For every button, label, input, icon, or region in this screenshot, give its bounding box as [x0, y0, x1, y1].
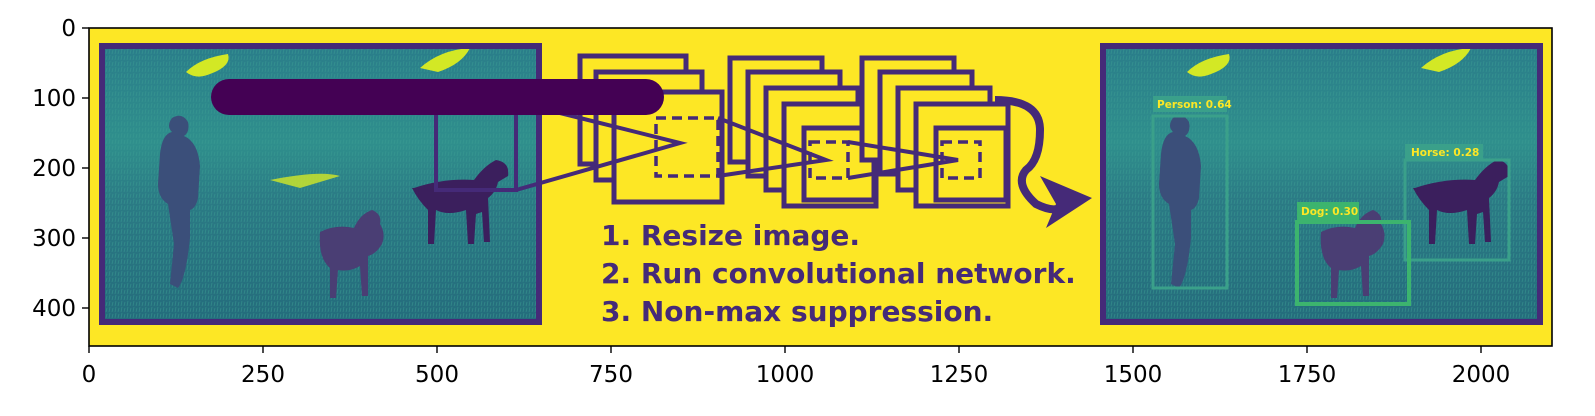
x-tick-label: 1250: [930, 362, 989, 388]
projection-lines: [434, 110, 959, 192]
dashed-window: [654, 116, 720, 178]
projection-line: [847, 140, 959, 180]
arrow-head: [1040, 176, 1092, 228]
detection-horse: Horse: 0.28: [1403, 144, 1511, 262]
y-tick-labels: 0 100 200 300 400: [32, 16, 76, 322]
detection-label: Horse: 0.28: [1411, 147, 1479, 159]
x-tick-label: 250: [241, 362, 285, 388]
redaction-bar: [211, 79, 664, 115]
x-tick-labels: 0 250 500 750 1000 1250 1500 1750 2000: [82, 362, 1511, 388]
y-tick-label: 200: [32, 156, 76, 182]
detection-label: Person: 0.64: [1157, 99, 1232, 111]
axes-frame: [88, 27, 1553, 347]
x-tick-label: 750: [589, 362, 633, 388]
dashed-window: [808, 140, 850, 180]
x-tick-label: 0: [82, 362, 97, 388]
dog-silhouette: [319, 210, 384, 298]
detection-person: Person: 0.64: [1151, 96, 1232, 290]
detection-label: Dog: 0.30: [1301, 206, 1358, 218]
y-axis: [82, 27, 89, 309]
projection-line: [434, 112, 518, 192]
curved-arrow: [994, 96, 1062, 214]
receptive-fields: [654, 116, 982, 180]
x-tick-label: 1000: [756, 362, 815, 388]
x-tick-label: 500: [415, 362, 459, 388]
x-axis: [88, 346, 1482, 353]
projection-line: [515, 110, 688, 192]
snow-patch: [186, 54, 229, 77]
output-photo: Person: 0.64 Horse: 0.28 Dog: 0.30: [1100, 43, 1543, 325]
bounding-box: [1295, 220, 1411, 306]
output-photo-frame: [1100, 43, 1543, 325]
horse-silhouette: [412, 160, 509, 244]
y-tick-label: 0: [61, 16, 76, 42]
y-tick-label: 100: [32, 86, 76, 112]
dashed-window: [940, 140, 982, 180]
y-tick-label: 400: [32, 296, 76, 322]
x-tick-label: 1750: [1278, 362, 1337, 388]
y-tick-label: 300: [32, 226, 76, 252]
x-tick-label: 1500: [1104, 362, 1163, 388]
projection-line: [717, 116, 834, 178]
feature-map: [933, 125, 1009, 203]
image-area: Person: 0.64 Horse: 0.28 Dog: 0.30: [89, 28, 1552, 346]
detection-dog: Dog: 0.30: [1295, 202, 1411, 306]
bounding-box: [1151, 114, 1229, 290]
cnn-diagram: [577, 53, 1011, 209]
x-tick-label: 2000: [1452, 362, 1511, 388]
snow-patch: [420, 48, 470, 72]
step-3: 3. Non-max suppression.: [601, 295, 993, 328]
step-2: 2. Run convolutional network.: [601, 257, 1076, 290]
step-1: 1. Resize image.: [601, 219, 860, 252]
person-silhouette: [158, 115, 200, 288]
